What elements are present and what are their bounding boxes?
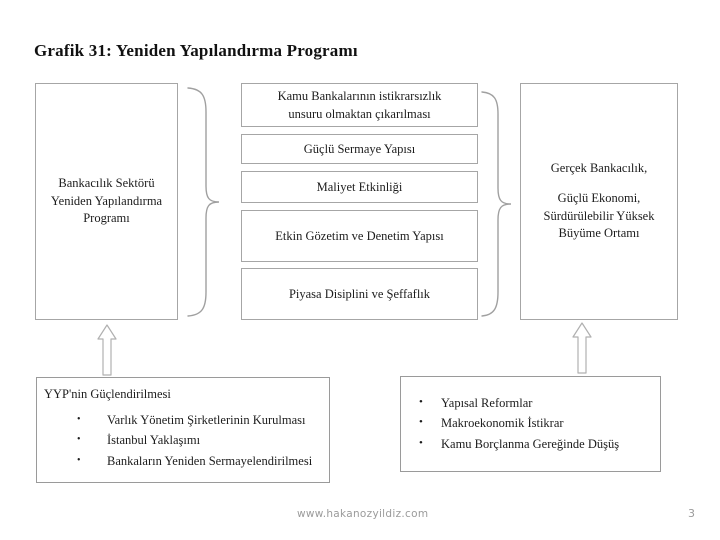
left-program-line: Yeniden Yapılandırma bbox=[50, 193, 163, 208]
middle-box-line: Etkin Gözetim ve Denetim Yapısı bbox=[275, 228, 444, 243]
left-program-line: Bankacılık Sektörü bbox=[58, 175, 155, 190]
bottom-right-box: • Yapısal Reformlar • Makroekonomik İsti… bbox=[400, 376, 661, 472]
right-outcome-line: Gerçek Bankacılık, bbox=[550, 161, 648, 175]
list-item: • İstanbul Yaklaşımı bbox=[44, 430, 323, 450]
middle-box-item: Maliyet Etkinliği bbox=[241, 171, 478, 203]
bullet-icon: • bbox=[419, 396, 423, 408]
middle-box-item: Piyasa Disiplini ve Şeffaflık bbox=[241, 268, 478, 320]
bottom-right-bullet-list: • Yapısal Reformlar • Makroekonomik İsti… bbox=[409, 393, 654, 454]
middle-box-item: Güçlü Sermaye Yapısı bbox=[241, 134, 478, 164]
page-title: Grafik 31: Yeniden Yapılandırma Programı bbox=[34, 41, 358, 60]
right-outcome-line: Sürdürülebilir Yüksek bbox=[543, 208, 655, 223]
middle-box-item: Kamu Bankalarının istikrarsızlık unsuru … bbox=[241, 83, 478, 127]
right-outcome-line: Büyüme Ortamı bbox=[558, 226, 640, 241]
bullet-icon: • bbox=[77, 454, 81, 466]
list-item: • Varlık Yönetim Şirketlerinin Kurulması bbox=[44, 410, 323, 430]
right-curly-brace-connector bbox=[480, 90, 518, 318]
left-curly-brace-connector bbox=[186, 86, 238, 318]
right-outcome-line: Güçlü Ekonomi, bbox=[557, 190, 641, 205]
middle-box-line: Güçlü Sermaye Yapısı bbox=[303, 141, 416, 156]
list-item-label: İstanbul Yaklaşımı bbox=[107, 433, 201, 448]
bottom-left-heading: YYP'nin Güçlendirilmesi bbox=[44, 387, 171, 401]
list-item-label: Varlık Yönetim Şirketlerinin Kurulması bbox=[107, 413, 306, 427]
up-arrow-icon-left bbox=[96, 324, 118, 376]
bullet-icon: • bbox=[77, 414, 81, 425]
bullet-icon: • bbox=[419, 416, 423, 429]
bottom-left-box: YYP'nin Güçlendirilmesi • Varlık Yönetim… bbox=[36, 377, 330, 483]
bullet-icon: • bbox=[419, 436, 423, 449]
footer-page-number: 3 bbox=[688, 507, 695, 520]
footer-url: www.hakanozyildiz.com bbox=[297, 508, 429, 520]
bullet-icon: • bbox=[77, 434, 81, 446]
up-arrow-icon-right bbox=[571, 322, 593, 374]
left-program-line: Programı bbox=[83, 211, 130, 226]
left-program-box: Bankacılık Sektörü Yeniden Yapılandırma … bbox=[35, 83, 178, 320]
bottom-left-bullet-list: • Varlık Yönetim Şirketlerinin Kurulması… bbox=[44, 410, 323, 471]
middle-box-item: Etkin Gözetim ve Denetim Yapısı bbox=[241, 210, 478, 262]
list-item-label: Yapısal Reformlar bbox=[441, 396, 533, 410]
list-item-label: Bankaların Yeniden Sermayelendirilmesi bbox=[107, 453, 313, 468]
right-outcome-box: Gerçek Bankacılık, Güçlü Ekonomi, Sürdür… bbox=[520, 83, 678, 320]
list-item: • Yapısal Reformlar bbox=[409, 393, 654, 413]
middle-box-line: Kamu Bankalarının istikrarsızlık bbox=[277, 88, 442, 103]
list-item: • Makroekonomik İstikrar bbox=[409, 413, 654, 433]
middle-box-line: unsuru olmaktan çıkarılması bbox=[288, 107, 431, 121]
list-item-label: Kamu Borçlanma Gereğinde Düşüş bbox=[441, 436, 620, 451]
middle-box-line: Maliyet Etkinliği bbox=[316, 179, 403, 194]
list-item-label: Makroekonomik İstikrar bbox=[441, 416, 564, 431]
middle-box-line: Piyasa Disiplini ve Şeffaflık bbox=[288, 286, 431, 301]
list-item: • Kamu Borçlanma Gereğinde Düşüş bbox=[409, 434, 654, 454]
list-item: • Bankaların Yeniden Sermayelendirilmesi bbox=[44, 451, 323, 471]
